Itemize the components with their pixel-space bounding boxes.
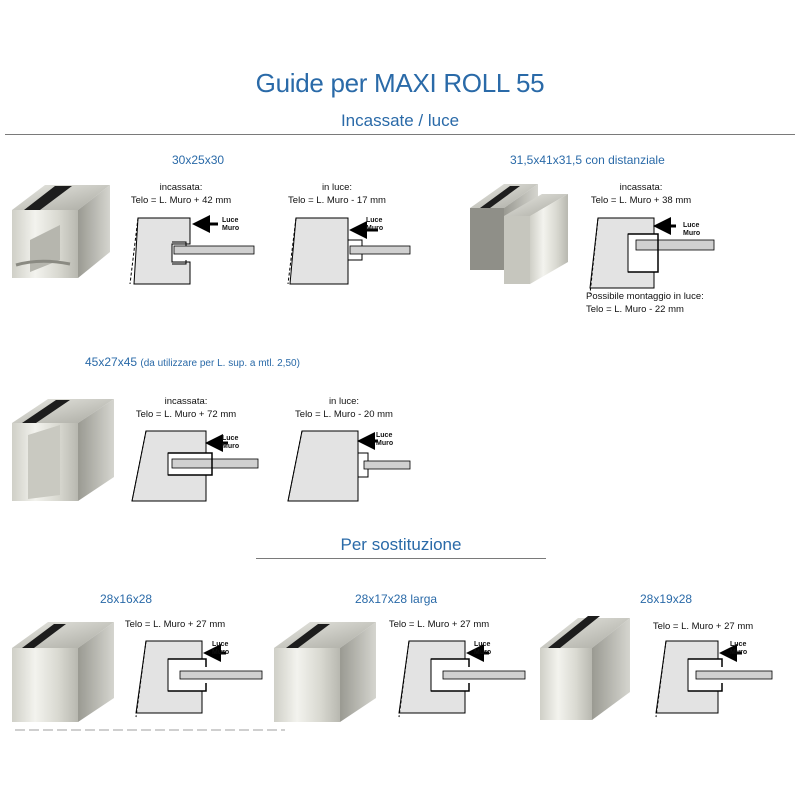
- luce-label: Luce: [222, 435, 239, 442]
- muro-label: Muro: [474, 649, 492, 656]
- alt-mount-heading: Possibile montaggio in luce:: [586, 291, 704, 302]
- guide-profile-photo: [470, 184, 568, 284]
- inline-mounting-diagram: [287, 430, 411, 502]
- replacement-formula: Telo = L. Muro + 27 mm: [652, 621, 754, 632]
- recessed-mounting-diagram: [129, 215, 255, 285]
- inline-heading: in luce:: [321, 182, 353, 193]
- guide-size-45x27x45: 45x27x45 (da utilizzare per L. sup. a mt…: [85, 355, 300, 369]
- section-divider: [256, 558, 546, 559]
- recessed-heading: incassata:: [619, 182, 663, 193]
- size-note: (da utilizzare per L. sup. a mtl. 2,50): [140, 358, 300, 369]
- recessed-formula: Telo = L. Muro + 38 mm: [590, 195, 692, 206]
- luce-label: Luce: [376, 432, 393, 439]
- muro-label: Muro: [212, 649, 230, 656]
- guide-size-30x25x30: 30x25x30: [172, 153, 225, 167]
- replacement-mounting-diagram: [655, 640, 773, 718]
- guide-profile-photo: [12, 185, 110, 278]
- muro-label: Muro: [376, 440, 394, 447]
- recessed-formula: Telo = L. Muro + 42 mm: [130, 195, 232, 206]
- alt-mount-formula: Telo = L. Muro - 22 mm: [586, 304, 684, 315]
- guide-profile-photo: [540, 616, 630, 720]
- header-divider: [5, 134, 795, 135]
- recessed-mounting-diagram: [589, 217, 715, 295]
- inline-heading: in luce:: [328, 396, 360, 407]
- recessed-formula: Telo = L. Muro + 72 mm: [135, 409, 237, 420]
- replacement-mounting-diagram: [398, 640, 526, 718]
- muro-label: Muro: [222, 225, 240, 232]
- luce-label: Luce: [683, 222, 700, 229]
- luce-label: Luce: [474, 641, 491, 648]
- faded-footnote: [15, 729, 285, 731]
- recessed-heading: incassata:: [164, 396, 208, 407]
- guide-profile-photo: [12, 399, 114, 501]
- luce-label: Luce: [212, 641, 229, 648]
- inline-mounting-diagram: [287, 217, 411, 285]
- replacement-size: 28x19x28: [640, 592, 693, 606]
- size-label: 45x27x45: [85, 355, 138, 369]
- inline-formula: Telo = L. Muro - 17 mm: [288, 195, 386, 206]
- muro-label: Muro: [683, 230, 701, 237]
- inline-formula: Telo = L. Muro - 20 mm: [295, 409, 393, 420]
- muro-label: Muro: [730, 649, 748, 656]
- page-subtitle: Incassate / luce: [340, 111, 460, 130]
- muro-label: Muro: [366, 225, 384, 232]
- replacement-size: 28x17x28 larga: [355, 592, 438, 606]
- replacement-formula: Telo = L. Muro + 27 mm: [388, 619, 490, 630]
- replacement-mounting-diagram: [135, 640, 263, 718]
- section-replacement-title: Per sostituzione: [340, 535, 462, 554]
- recessed-mounting-diagram: [131, 430, 259, 502]
- luce-label: Luce: [730, 641, 747, 648]
- recessed-heading: incassata:: [159, 182, 203, 193]
- guide-profile-photo: [274, 622, 376, 722]
- luce-label: Luce: [366, 217, 383, 224]
- page-title: Guide per MAXI ROLL 55: [255, 68, 545, 98]
- guide-profile-photo: [12, 622, 114, 722]
- replacement-formula: Telo = L. Muro + 27 mm: [124, 619, 226, 630]
- guide-size-31-5x41x31-5: 31,5x41x31,5 con distanziale: [510, 153, 665, 167]
- luce-label: Luce: [222, 217, 239, 224]
- muro-label: Muro: [222, 443, 240, 450]
- replacement-size: 28x16x28: [100, 592, 153, 606]
